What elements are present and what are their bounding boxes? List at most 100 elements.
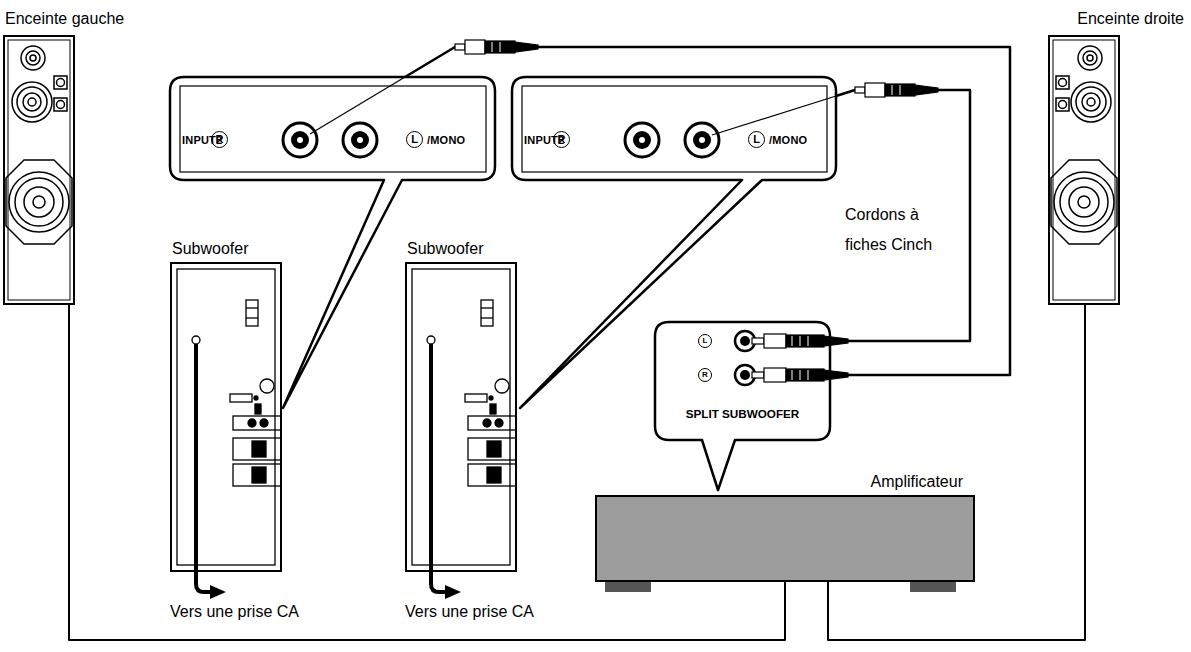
subwoofer-drawing <box>248 419 256 427</box>
rca-jack <box>343 123 377 157</box>
subwoofer-drawing <box>465 394 487 402</box>
speaker-drawing <box>15 178 63 226</box>
rca-jack <box>740 336 750 346</box>
rca-jack <box>685 123 719 157</box>
speaker-drawing <box>1087 55 1093 61</box>
amplifier-foot <box>910 582 956 592</box>
amplifier-foot <box>605 582 651 592</box>
rca-jack <box>283 123 317 157</box>
speaker-drawing <box>17 87 47 117</box>
plug-grip <box>500 42 501 52</box>
label-holder: Vers une prise CA <box>170 602 299 622</box>
text-holder: Enceinte droite <box>1077 9 1184 29</box>
speaker-drawing <box>1071 82 1111 122</box>
channel-mark: R <box>211 131 228 148</box>
rca-jack <box>693 131 711 149</box>
panel-label: /MONO <box>769 133 807 147</box>
subwoofer-drawing <box>254 396 258 400</box>
rca-plug <box>515 42 538 52</box>
speaker-drawing <box>1056 98 1069 111</box>
speaker-drawing <box>1069 187 1099 217</box>
subwoofer-drawing <box>192 336 200 344</box>
subwoofer-drawing <box>495 379 509 393</box>
text-holder: /MONO <box>427 133 465 147</box>
rca-plug <box>752 372 764 378</box>
rca-plug <box>764 334 786 348</box>
speaker-drawing <box>23 93 41 111</box>
rca-plug <box>786 369 824 381</box>
speaker-drawing <box>1082 93 1100 111</box>
speaker-drawing <box>21 46 45 70</box>
rca-jack <box>639 137 645 143</box>
speaker-box: Enceinte droite <box>1048 35 1120 305</box>
text-holder: R <box>211 131 228 148</box>
leader-line <box>310 77 836 135</box>
rca-jack <box>699 137 705 143</box>
power-label: Vers une prise CA <box>405 602 534 622</box>
subwoofer-drawing <box>260 379 274 393</box>
channel-mark: L <box>748 131 765 148</box>
subwoofer-drawing <box>427 336 435 344</box>
subwoofer-drawing <box>468 438 516 460</box>
speaker-drawing <box>12 82 52 122</box>
rca-jack <box>351 131 369 149</box>
text-holder: Amplificateur <box>871 472 963 492</box>
subwoofer-drawing <box>487 441 501 457</box>
label-holder: Cordons à fiches Cinch <box>845 200 963 260</box>
plug-grip <box>800 370 801 380</box>
node-heading: Subwoofer <box>172 239 249 259</box>
rca-plug <box>752 338 764 344</box>
rca-jack <box>291 131 309 149</box>
speaker-drawing <box>6 40 72 300</box>
speaker-drawing <box>1051 40 1117 300</box>
leader-line <box>712 96 836 135</box>
speaker-cable <box>828 305 1085 640</box>
node-heading: Subwoofer <box>407 239 484 259</box>
subwoofer-drawing <box>230 394 252 402</box>
speaker-drawing <box>1053 40 1115 300</box>
speaker-drawing <box>54 76 67 89</box>
plug-grip <box>792 370 793 380</box>
callout-panel: INPUT2RL/MONO <box>512 77 836 180</box>
speaker-drawing <box>57 79 65 87</box>
rca-plug <box>455 44 465 50</box>
leader-line <box>310 77 405 134</box>
rca-plug <box>885 84 915 96</box>
rca-jack <box>283 123 755 385</box>
power-arrow <box>445 585 461 599</box>
subwoofer-drawing <box>233 416 281 430</box>
subwoofer-drawing <box>412 269 516 565</box>
rca-plug <box>824 336 848 346</box>
text-holder: SPLIT SUBWOOFER <box>655 406 830 422</box>
text-holder: Enceinte gauche <box>5 9 124 29</box>
text-holder: /MONO <box>769 133 807 147</box>
subwoofer-drawing <box>233 438 281 460</box>
rca-plug <box>824 370 848 380</box>
speaker-drawing <box>1059 79 1067 87</box>
text-holder: Subwoofer <box>407 239 484 259</box>
channel-mark: R <box>553 131 570 148</box>
channel-mark: R <box>698 368 712 382</box>
speaker-drawing <box>33 196 45 208</box>
callout-panel: INPUT2RL/MONO <box>170 77 495 180</box>
rca-plug <box>786 335 824 347</box>
subwoofer-drawing <box>177 269 281 565</box>
speaker-drawing <box>1083 51 1097 65</box>
plug-grip <box>900 85 901 95</box>
text-holder: Subwoofer <box>172 239 249 259</box>
power-cord <box>196 344 447 592</box>
speaker-drawing <box>57 101 65 109</box>
text-holder: L <box>698 334 712 348</box>
power-arrow <box>210 585 461 599</box>
subwoofer-drawing <box>481 300 493 326</box>
channel-mark: L <box>698 334 712 348</box>
speaker-drawing <box>1059 101 1067 109</box>
speaker-cable <box>69 305 785 640</box>
plug-grip <box>492 42 493 52</box>
speaker-box: Enceinte gauche <box>3 35 75 305</box>
panel-label: SPLIT SUBWOOFER <box>655 406 830 422</box>
rca-plug <box>915 85 938 95</box>
subwoofer-drawing <box>483 419 491 427</box>
speaker-drawing <box>1060 178 1108 226</box>
cable-label: Cordons à fiches Cinch <box>845 200 963 260</box>
